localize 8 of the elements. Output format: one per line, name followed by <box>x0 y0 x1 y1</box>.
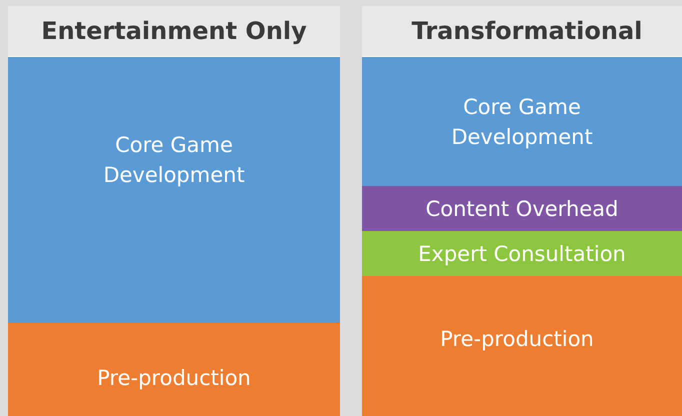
column-heading: Transformational <box>362 6 682 56</box>
stacked-segment: Expert Consultation <box>362 231 682 276</box>
stacked-segment: Content Overhead <box>362 186 682 231</box>
stacked-segment: Pre-production <box>8 323 340 416</box>
stacked-segment: Pre-production <box>362 276 682 416</box>
stacked-segment: Core Game Development <box>8 57 340 323</box>
stacked-segment: Core Game Development <box>362 57 682 186</box>
column-heading: Entertainment Only <box>8 6 340 56</box>
